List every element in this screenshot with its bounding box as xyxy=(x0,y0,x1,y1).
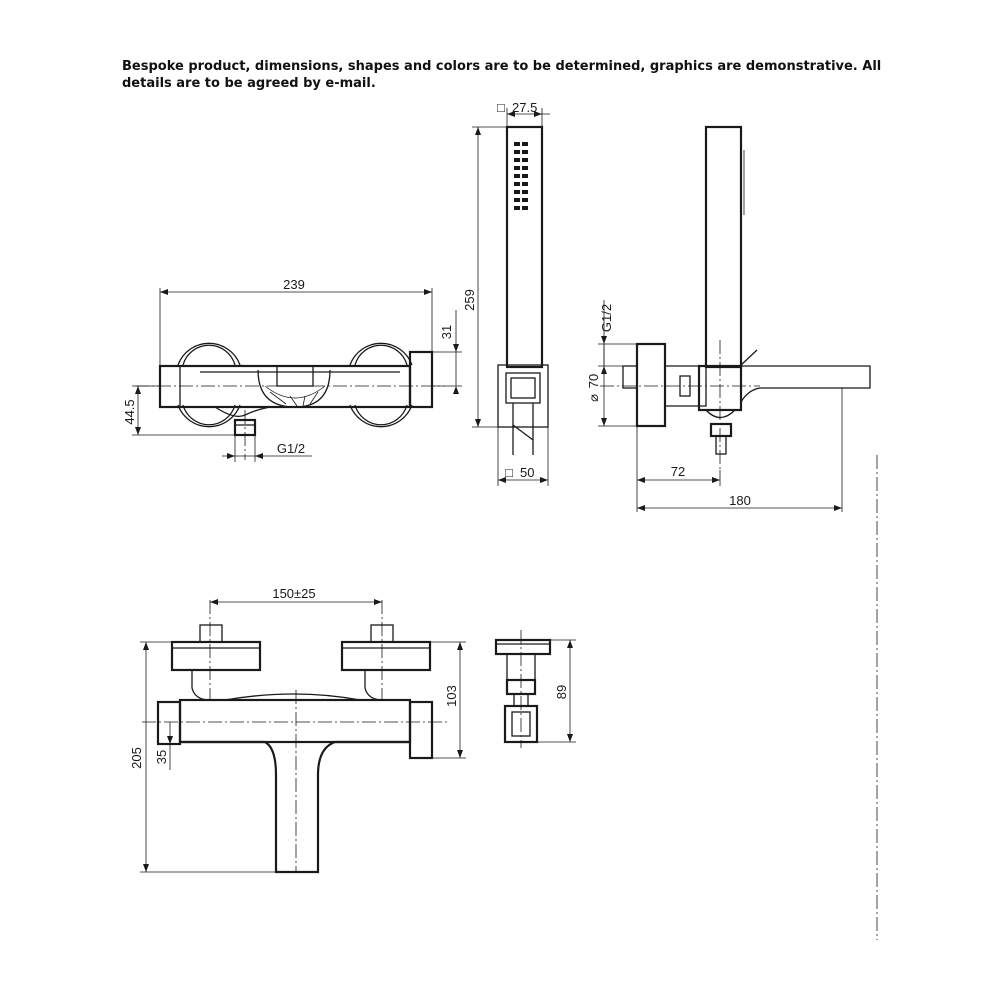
holder-front-view xyxy=(494,630,576,748)
dim-top-height-445: 44.5 xyxy=(122,399,137,424)
dim-top-height-31: 31 xyxy=(439,325,454,339)
diameter-symbol: ⌀ xyxy=(586,394,601,402)
square-symbol-top: □ xyxy=(497,100,505,115)
dim-top-width: 239 xyxy=(283,277,305,292)
dim-side-diameter: 70 xyxy=(586,374,601,388)
dim-side-180: 180 xyxy=(729,493,751,508)
dim-side-72: 72 xyxy=(671,464,685,479)
mixer-front-view xyxy=(140,599,466,874)
square-symbol-bottom: □ xyxy=(505,465,513,480)
dim-front-height-103: 103 xyxy=(444,685,459,707)
dim-shower-square-bottom: 50 xyxy=(520,465,534,480)
mixer-side-view xyxy=(598,125,871,512)
dim-top-thread: G1/2 xyxy=(277,441,305,456)
dim-side-thread: G1/2 xyxy=(599,304,614,332)
hand-shower-front-view xyxy=(472,108,550,486)
disclaimer-note: Bespoke product, dimensions, shapes and … xyxy=(122,59,882,91)
dim-shower-square-top: 27.5 xyxy=(512,100,537,115)
dim-shower-length: 259 xyxy=(462,289,477,311)
dim-front-spacing: 150±25 xyxy=(272,586,315,601)
dim-holder-89: 89 xyxy=(554,685,569,699)
mixer-top-view xyxy=(132,288,462,462)
dim-front-height-205: 205 xyxy=(129,747,144,769)
dim-front-35: 35 xyxy=(154,750,169,764)
shower-nozzles xyxy=(514,142,528,210)
